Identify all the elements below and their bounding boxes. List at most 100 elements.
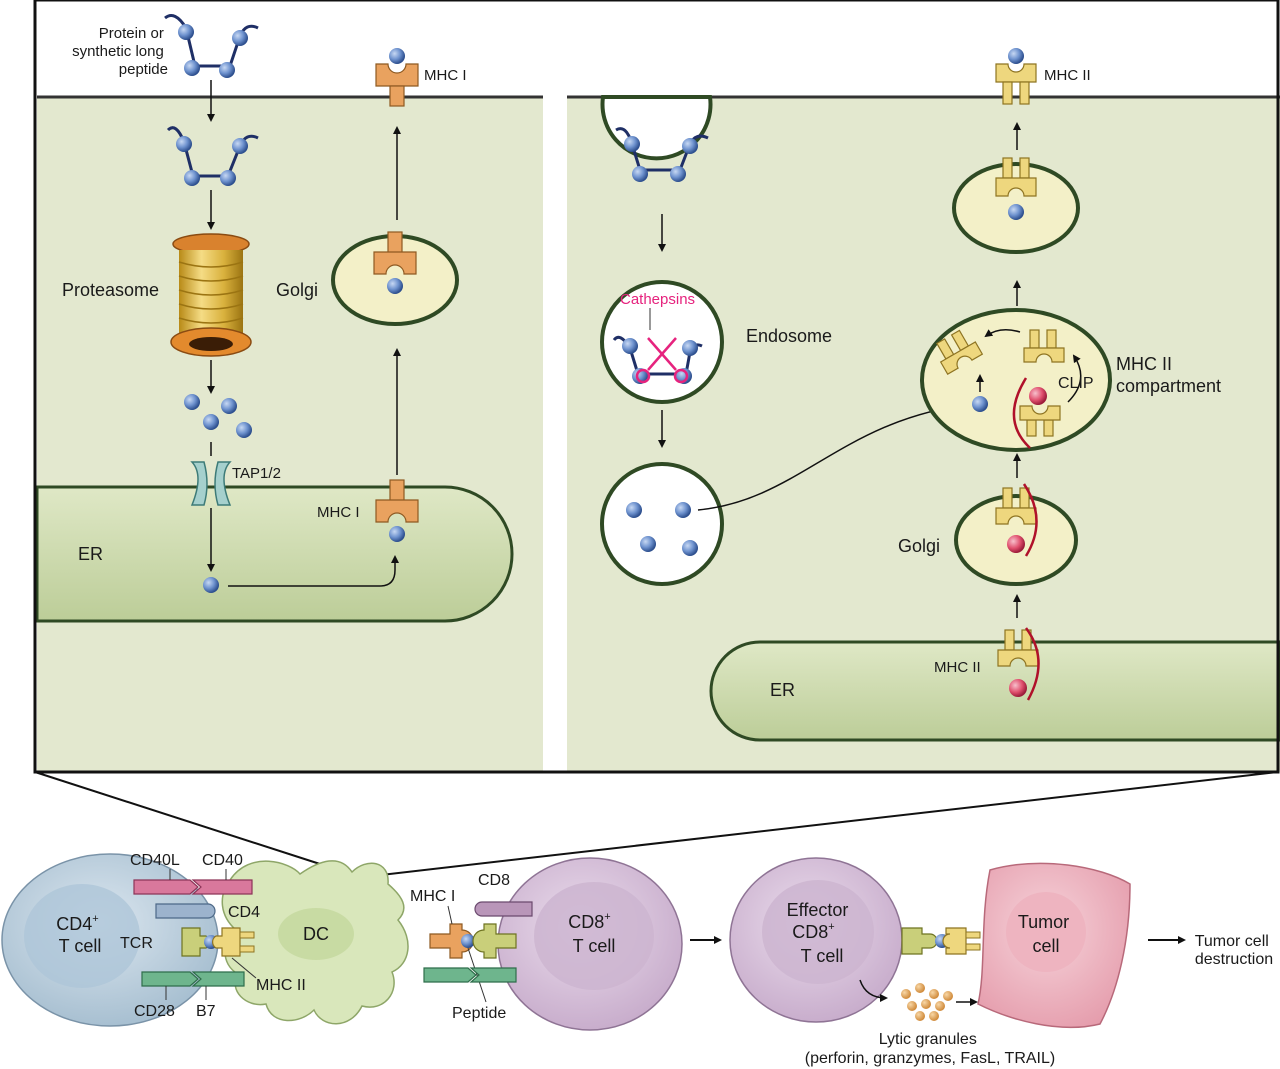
mhc1-er-label: MHC I bbox=[317, 504, 360, 521]
proteasome-label: Proteasome bbox=[62, 280, 159, 300]
effector-tcr-mhc1-complex bbox=[901, 927, 981, 955]
clip-label: CLIP bbox=[1058, 375, 1094, 392]
scissors-icon bbox=[635, 337, 689, 384]
mhc2-empty-icon-right bbox=[1023, 329, 1065, 363]
cd40l-label: CD40L bbox=[130, 852, 180, 869]
cd4-label: CD4 bbox=[228, 904, 260, 921]
mhc1-golgi-icon bbox=[373, 231, 417, 294]
cd4-cell-label: CD4+ T cell bbox=[56, 906, 103, 956]
mhc2-surface-icon bbox=[995, 48, 1037, 105]
destruction-label: Tumor cell destruction bbox=[1195, 933, 1274, 968]
cathepsins-label: Cathepsins bbox=[620, 291, 695, 308]
tumor-label: Tumor cell bbox=[1018, 912, 1074, 956]
endocytosed-peptide-beads bbox=[624, 136, 698, 182]
right-panel: Cathepsins Endosome ER bbox=[567, 48, 1280, 772]
cd28-receptor bbox=[141, 971, 199, 987]
b7-label: B7 bbox=[196, 1003, 216, 1020]
right-er bbox=[709, 640, 1280, 742]
peptide-bead bbox=[178, 24, 194, 40]
arrow bbox=[984, 329, 1021, 338]
granules-label: Lytic granules (perforin, granzymes, Fas… bbox=[805, 1031, 1055, 1067]
input-peptide-beads bbox=[178, 24, 248, 78]
effector-nucleus bbox=[762, 880, 874, 984]
mhc1-label: MHC I bbox=[410, 888, 455, 905]
right-er-label: ER bbox=[770, 680, 795, 700]
mhc1-surface-icon bbox=[375, 48, 419, 107]
pointer bbox=[467, 947, 487, 1003]
bottom-section: CD4+ T cell DC CD40L CD40 CD4 TCR MHC II bbox=[1, 852, 1274, 1067]
late-endosome bbox=[600, 462, 724, 586]
internal-peptide-chain bbox=[166, 126, 259, 178]
mhc2-er-label: MHC II bbox=[934, 659, 981, 676]
cd28-label: CD28 bbox=[134, 1003, 175, 1020]
effector-label: Effector CD8+ T cell bbox=[787, 900, 854, 966]
peptide-label: Peptide bbox=[452, 1005, 506, 1022]
cd8-nucleus bbox=[534, 882, 654, 990]
endocytosed-peptide-chain bbox=[615, 127, 709, 172]
left-er bbox=[35, 485, 514, 623]
dc-label: DC bbox=[303, 924, 329, 944]
cd28-receptor-cd8 bbox=[469, 967, 517, 983]
mhc2-er-icon bbox=[997, 627, 1040, 701]
input-label: Protein or synthetic long peptide bbox=[72, 25, 168, 78]
tcr-mhc2-complex bbox=[181, 927, 255, 957]
endosome-fragments bbox=[626, 502, 698, 556]
peptide-fragments bbox=[184, 394, 252, 438]
cd4-nucleus bbox=[24, 884, 140, 988]
loaded-peptide bbox=[972, 396, 988, 412]
pointer bbox=[231, 957, 257, 979]
mhc2-compartment-label: MHC II compartment bbox=[1116, 354, 1221, 396]
cd40-receptor bbox=[191, 879, 253, 895]
mhc2-label: MHC II bbox=[256, 977, 306, 994]
b7-ligand bbox=[191, 971, 245, 987]
left-cytoplasm bbox=[37, 97, 543, 772]
pointer bbox=[447, 905, 453, 925]
cd8-cell-label: CD8+ T cell bbox=[568, 904, 615, 956]
lytic-granules-icon bbox=[901, 983, 953, 1021]
peptide-bead bbox=[232, 138, 248, 154]
endosome-label: Endosome bbox=[746, 326, 832, 346]
peptide-bead bbox=[236, 422, 252, 438]
zoom-line-right bbox=[371, 771, 1279, 877]
cd8-label: CD8 bbox=[478, 872, 510, 889]
peptide-bead bbox=[232, 30, 248, 46]
peptide-bead bbox=[221, 398, 237, 414]
cd4-coreceptor bbox=[155, 903, 216, 919]
peptide-bead bbox=[219, 62, 235, 78]
peptide-bead bbox=[184, 60, 200, 76]
tumor-nucleus bbox=[1006, 892, 1086, 972]
cd8-coreceptor bbox=[474, 901, 533, 917]
input-peptide-chain bbox=[164, 14, 259, 68]
zoom-line-left bbox=[34, 771, 321, 865]
peptide-bead bbox=[176, 136, 192, 152]
proteasome-icon bbox=[170, 233, 252, 357]
transport-arrow bbox=[697, 400, 974, 511]
mhc1-er-icon bbox=[375, 479, 419, 542]
mhc2-vesicle-icon bbox=[995, 157, 1037, 220]
peptide-bead bbox=[203, 414, 219, 430]
arrow bbox=[1067, 354, 1082, 403]
right-golgi-label: Golgi bbox=[898, 536, 940, 556]
peptide-bead bbox=[220, 170, 236, 186]
left-golgi-label: Golgi bbox=[276, 280, 318, 300]
peptide-bead bbox=[184, 170, 200, 186]
mhc2-surface-label: MHC II bbox=[1044, 67, 1091, 84]
internal-peptide-beads bbox=[176, 136, 248, 186]
panel-frame bbox=[33, 0, 1280, 774]
mhc1-tcr-complex bbox=[429, 923, 517, 959]
tap-label: TAP1/2 bbox=[232, 465, 281, 482]
mhc2-golgi-icon bbox=[995, 483, 1038, 557]
panel-divider bbox=[543, 2, 567, 770]
granule-release-arrow bbox=[859, 979, 888, 1002]
peptide-bead bbox=[203, 577, 219, 593]
peptide-bead bbox=[184, 394, 200, 410]
tap-transporter-icon bbox=[190, 461, 232, 506]
mhc2-empty-icon-left bbox=[936, 329, 984, 375]
cd40l-receptor bbox=[133, 879, 199, 895]
dc-nucleus bbox=[278, 908, 354, 960]
mhc1-surface-label: MHC I bbox=[424, 67, 467, 84]
cd40-label: CD40 bbox=[202, 852, 243, 869]
tcr-label: TCR bbox=[120, 935, 153, 952]
b7-ligand-cd8 bbox=[423, 967, 477, 983]
